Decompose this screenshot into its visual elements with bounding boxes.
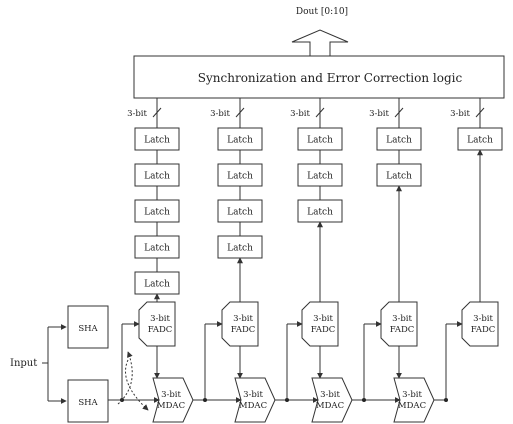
output-label: Dout [0:10] xyxy=(296,7,348,17)
bus-width-label: 3-bit xyxy=(369,109,389,119)
latch-label: Latch xyxy=(144,208,170,218)
mdac-block xyxy=(393,377,435,423)
bus-width-label: 3-bit xyxy=(290,109,310,119)
fadc-block xyxy=(461,301,499,347)
mdac-block xyxy=(234,377,276,423)
latch-label: Latch xyxy=(227,244,253,254)
fadc-block xyxy=(380,301,418,347)
latch-label: Latch xyxy=(227,208,253,218)
bus-slash xyxy=(475,107,485,118)
bus-width-label: 3-bit xyxy=(127,109,147,119)
mdac-label-bits: 3-bit xyxy=(402,390,422,400)
latch-label: Latch xyxy=(144,244,170,254)
sync-error-correction-label: Synchronization and Error Correction log… xyxy=(198,71,463,85)
dotted-arrow-up xyxy=(117,351,133,405)
mdac-label-name: MDAC xyxy=(157,401,185,411)
fadc-label-name: FADC xyxy=(148,325,173,335)
sha-block-top xyxy=(67,305,109,349)
latch-label: Latch xyxy=(467,136,493,146)
sha-block-bottom xyxy=(67,379,109,423)
mdac-label-bits: 3-bit xyxy=(243,390,263,400)
fadc-label-bits: 3-bit xyxy=(473,314,493,324)
fadc-label-bits: 3-bit xyxy=(150,314,170,324)
latch-label: Latch xyxy=(144,136,170,146)
sha-label-bottom: SHA xyxy=(78,398,98,408)
fadc-label-name: FADC xyxy=(471,325,496,335)
mdac-label-name: MDAC xyxy=(239,401,267,411)
latch-label: Latch xyxy=(307,172,333,182)
fadc-label-name: FADC xyxy=(231,325,256,335)
fadc-label-name: FADC xyxy=(311,325,336,335)
pipeline-stages: 3-bitLatchLatchLatchLatchLatch3-bitFADC3… xyxy=(108,98,503,423)
latch-label: Latch xyxy=(227,172,253,182)
latch-label: Latch xyxy=(386,172,412,182)
mdac-label-name: MDAC xyxy=(398,401,426,411)
sha-label-top: SHA xyxy=(78,324,98,334)
latch-label: Latch xyxy=(307,208,333,218)
latch-label: Latch xyxy=(386,136,412,146)
fadc-label-bits: 3-bit xyxy=(313,314,333,324)
bus-slash xyxy=(315,107,325,118)
output-arrow xyxy=(291,29,349,59)
fadc-label-bits: 3-bit xyxy=(233,314,253,324)
sync-error-correction-block xyxy=(133,55,505,99)
fadc-block xyxy=(221,301,259,347)
fadc-label-name: FADC xyxy=(390,325,415,335)
bus-width-label: 3-bit xyxy=(210,109,230,119)
bus-slash xyxy=(394,107,404,118)
bus-width-label: 3-bit xyxy=(450,109,470,119)
dotted-arrow-down xyxy=(125,359,149,411)
bus-slash xyxy=(152,107,162,118)
input-label: Input xyxy=(10,358,37,369)
mdac-label-name: MDAC xyxy=(316,401,344,411)
latch-label: Latch xyxy=(144,172,170,182)
fadc-block xyxy=(301,301,339,347)
fadc-block xyxy=(138,301,176,347)
latch-label: Latch xyxy=(227,136,253,146)
fadc-label-bits: 3-bit xyxy=(392,314,412,324)
bus-slash xyxy=(235,107,245,118)
mdac-label-bits: 3-bit xyxy=(320,390,340,400)
latch-label: Latch xyxy=(144,280,170,290)
latch-label: Latch xyxy=(307,136,333,146)
mdac-block xyxy=(311,377,353,423)
mdac-label-bits: 3-bit xyxy=(161,390,181,400)
